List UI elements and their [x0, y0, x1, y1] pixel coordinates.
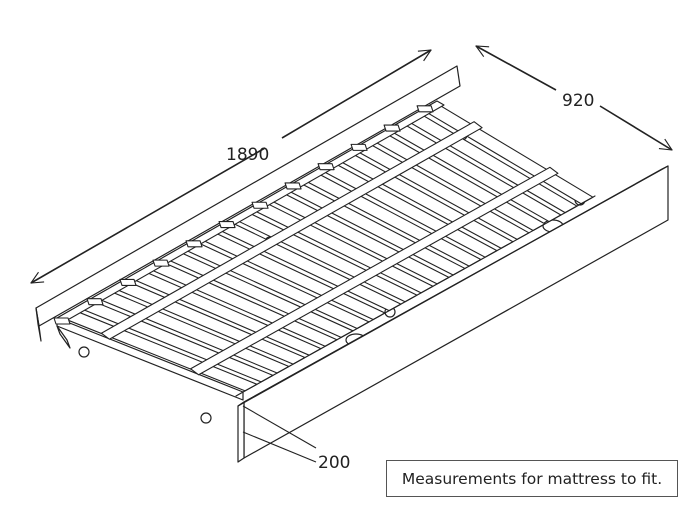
- back-board-end: [35, 307, 42, 342]
- slat-end-block-2: [86, 298, 104, 306]
- slat-end-block-12: [416, 105, 434, 113]
- slat-group: [53, 100, 596, 397]
- width-arrow-bottom-segment: [599, 105, 672, 150]
- slat-end-block-10: [350, 143, 368, 151]
- slat-end-block-6: [218, 220, 236, 229]
- foot-side-board-top: [237, 165, 669, 407]
- length-arrow-left-segment: [31, 147, 266, 284]
- front-panel-group: [237, 165, 669, 463]
- length-dimension: 1890: [31, 49, 431, 284]
- slat-end-block-11: [383, 124, 401, 132]
- slat-end-block-9: [317, 163, 335, 171]
- right-side-rail: [235, 195, 596, 397]
- slat-end-block-1: [53, 317, 71, 325]
- center-rail-1: [100, 121, 483, 340]
- slat-end-block-5: [185, 240, 203, 248]
- length-arrow-right-segment: [281, 49, 431, 139]
- slat-end-block-4: [152, 259, 170, 267]
- height-leader-top: [242, 405, 317, 449]
- head-rail-end: [56, 325, 71, 349]
- width-label: 920: [562, 91, 594, 111]
- castor-wheel-1: [200, 412, 212, 424]
- slat-end-block-7: [251, 201, 269, 209]
- measurement-note: Measurements for mattress to fit.: [386, 460, 678, 497]
- height-leader-bottom: [242, 431, 317, 463]
- width-arrow-top-segment: [476, 45, 557, 91]
- height-label: 200: [318, 453, 350, 473]
- width-dimension: 920: [476, 45, 672, 150]
- length-label: 1890: [226, 145, 269, 165]
- center-rail-2: [190, 166, 559, 376]
- castor-wheel-0: [78, 346, 90, 358]
- slat-end-block-8: [284, 182, 302, 190]
- measurement-note-text: Measurements for mattress to fit.: [401, 469, 663, 488]
- height-dimension: 200: [242, 405, 350, 473]
- slat-end-block-3: [119, 278, 137, 286]
